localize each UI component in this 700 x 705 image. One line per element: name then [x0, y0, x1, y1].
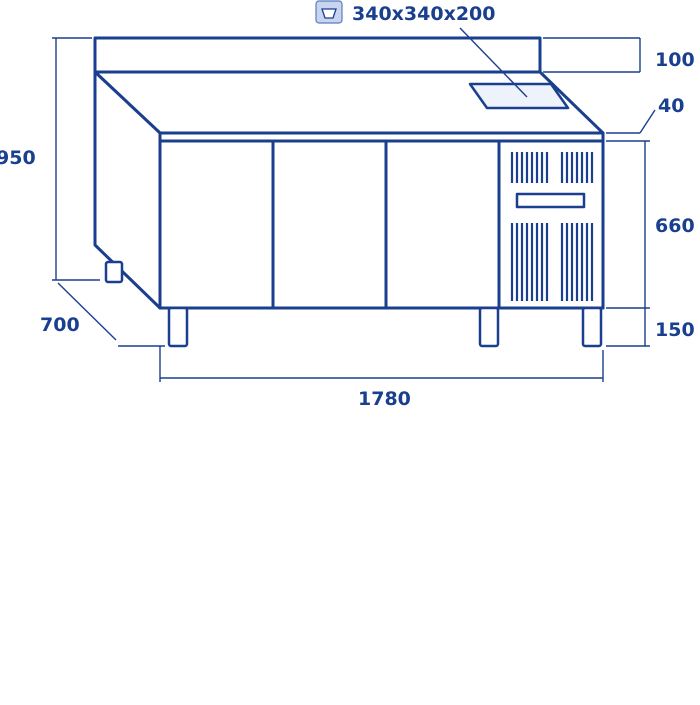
- door-1: [158, 139, 275, 310]
- pan-size-label: 340x340x200: [352, 3, 496, 25]
- pan-leader-line: [459, 27, 528, 98]
- ventilation-grilles: [510, 152, 594, 301]
- front-leg-right: [581, 306, 603, 348]
- dimension-lines: [52, 27, 656, 382]
- leg-height-label: 150: [655, 319, 695, 341]
- backsplash-height-label: 100: [655, 49, 695, 71]
- total-height-label: 950: [0, 147, 36, 169]
- front-leg-left: [167, 306, 189, 348]
- width-label: 1780: [358, 388, 411, 410]
- pan-opening: [468, 82, 570, 110]
- door-2: [271, 139, 388, 310]
- depth-label: 700: [40, 314, 80, 336]
- gastronorm-pan-icon: [315, 0, 343, 24]
- compressor-label-plate: [515, 192, 586, 209]
- backsplash: [93, 36, 542, 74]
- body-height-label: 660: [655, 215, 695, 237]
- top-thickness-label: 40: [658, 95, 684, 117]
- rear-leg: [104, 260, 124, 284]
- dim-leader-top-thickness: [639, 109, 656, 134]
- refrigerated-counter-drawing: [93, 36, 605, 348]
- door-3: [384, 139, 501, 310]
- front-leg-middle: [478, 306, 500, 348]
- dim-line-depth: [57, 282, 117, 341]
